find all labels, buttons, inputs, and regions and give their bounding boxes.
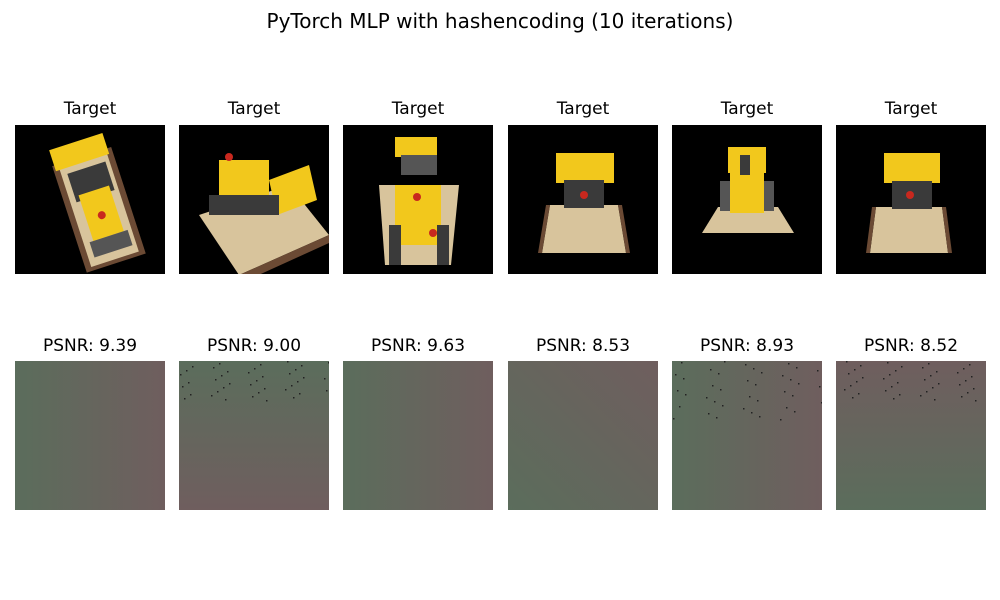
target-image	[179, 125, 329, 274]
target-image	[836, 125, 986, 274]
target-image	[672, 125, 822, 274]
psnr-label: PSNR: 9.63	[370, 336, 466, 356]
target-image	[343, 125, 493, 274]
psnr-label: PSNR: 9.00	[206, 336, 302, 356]
psnr-label: PSNR: 9.39	[42, 336, 138, 356]
prediction-image	[343, 361, 493, 510]
target-panel-title: Target	[556, 99, 610, 119]
prediction-image	[179, 361, 329, 510]
prediction-image	[508, 361, 658, 510]
figure-title: PyTorch MLP with hashencoding (10 iterat…	[266, 9, 734, 33]
target-panel-title: Target	[720, 99, 774, 119]
psnr-label: PSNR: 8.53	[535, 336, 631, 356]
target-image	[15, 125, 165, 274]
prediction-image	[672, 361, 822, 510]
target-panel-title: Target	[227, 99, 281, 119]
prediction-image	[836, 361, 986, 510]
target-image	[508, 125, 658, 274]
prediction-image	[15, 361, 165, 510]
target-panel-title: Target	[391, 99, 445, 119]
target-panel-title: Target	[884, 99, 938, 119]
target-panel-title: Target	[63, 99, 117, 119]
psnr-label: PSNR: 8.93	[699, 336, 795, 356]
psnr-label: PSNR: 8.52	[863, 336, 959, 356]
